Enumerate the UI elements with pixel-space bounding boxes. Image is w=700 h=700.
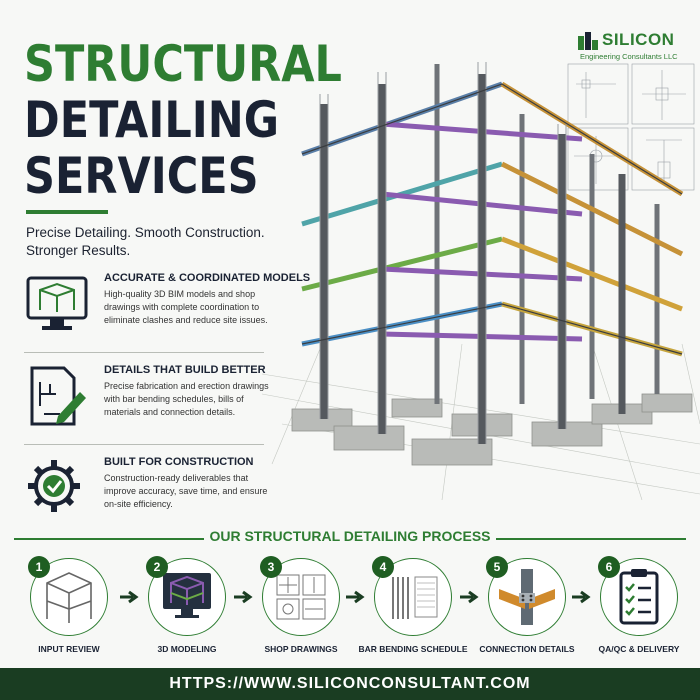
logo-subtitle: Engineering Consultants LLC [580, 52, 678, 61]
arrow-right-icon [572, 590, 591, 604]
process-step-5: 5 CONNECTION DETAILS [472, 556, 582, 656]
footer-bar: HTTPS://WWW.SILICONCONSULTANT.COM [0, 668, 700, 700]
process-rule-left [14, 538, 204, 540]
step-label: INPUT REVIEW [38, 644, 100, 654]
title-line-detailing: DETAILING [24, 91, 280, 149]
clipboard-check-icon [619, 569, 659, 625]
bim-monitor-icon [26, 276, 88, 330]
monitor-model-icon [163, 573, 211, 618]
step-circle [262, 558, 340, 636]
feature-title: DETAILS THAT BUILD BETTER [104, 364, 266, 376]
step-number: 3 [260, 556, 282, 578]
gear-check-icon [28, 460, 80, 512]
step-label: QA/QC & DELIVERY [598, 644, 680, 654]
step-number: 6 [598, 556, 620, 578]
title-line-services: SERVICES [24, 147, 259, 205]
title-underline [26, 210, 108, 214]
process-rule-right [496, 538, 686, 540]
logo-mark-icon [578, 32, 598, 50]
feature-title: BUILT FOR CONSTRUCTION [104, 456, 254, 468]
website-link[interactable]: HTTPS://WWW.SILICONCONSULTANT.COM [169, 675, 531, 692]
feature-divider [24, 352, 264, 353]
logo-name: SILICON [602, 30, 675, 49]
process-header: OUR STRUCTURAL DETAILING PROCESS [0, 528, 700, 550]
rebar-schedule-icon [392, 576, 438, 619]
feature-description: Construction-ready deliverables that imp… [104, 473, 268, 509]
hero-title: STRUCTURAL DETAILING SERVICES [24, 36, 354, 204]
feature-description: Precise fabrication and erection drawing… [104, 381, 269, 417]
process-step-4: 4 BAR BENDING SCHEDULE [358, 556, 468, 656]
arrow-right-icon [234, 590, 253, 604]
step-number: 4 [372, 556, 394, 578]
feature-description: High-quality 3D BIM models and shop draw… [104, 289, 268, 325]
hero-tagline: Precise Detailing. Smooth Construction. … [26, 225, 265, 258]
title-line-structural: STRUCTURAL [24, 35, 342, 93]
process-step-1: 1 INPUT REVIEW [14, 556, 124, 656]
step-number: 1 [28, 556, 50, 578]
structure-illustration [262, 62, 700, 500]
structure-frame-icon [46, 572, 92, 623]
blueprint-thumbnails [567, 63, 695, 191]
company-logo: SILICON Engineering Consultants LLC [576, 26, 696, 66]
step-number: 2 [146, 556, 168, 578]
arrow-right-icon [460, 590, 479, 604]
step-label: 3D MODELING [157, 644, 217, 654]
arrow-right-icon [120, 590, 139, 604]
process-step-2: 2 3D MODELING [132, 556, 242, 656]
step-number: 5 [486, 556, 508, 578]
feature-title: ACCURATE & COORDINATED MODELS [104, 272, 311, 284]
step-label: SHOP DRAWINGS [264, 644, 338, 654]
step-label: BAR BENDING SCHEDULE [358, 644, 468, 654]
process-title: OUR STRUCTURAL DETAILING PROCESS [209, 528, 491, 544]
step-label: CONNECTION DETAILS [479, 644, 575, 654]
drawing-pencil-icon [30, 366, 86, 426]
process-step-6: 6 QA/QC & DELIVERY [584, 556, 694, 656]
blueprint-icon [276, 574, 326, 620]
arrow-right-icon [346, 590, 365, 604]
beam-connection-icon [499, 569, 555, 625]
feature-divider [24, 444, 264, 445]
process-step-3: 3 SHOP DRAWINGS [246, 556, 356, 656]
